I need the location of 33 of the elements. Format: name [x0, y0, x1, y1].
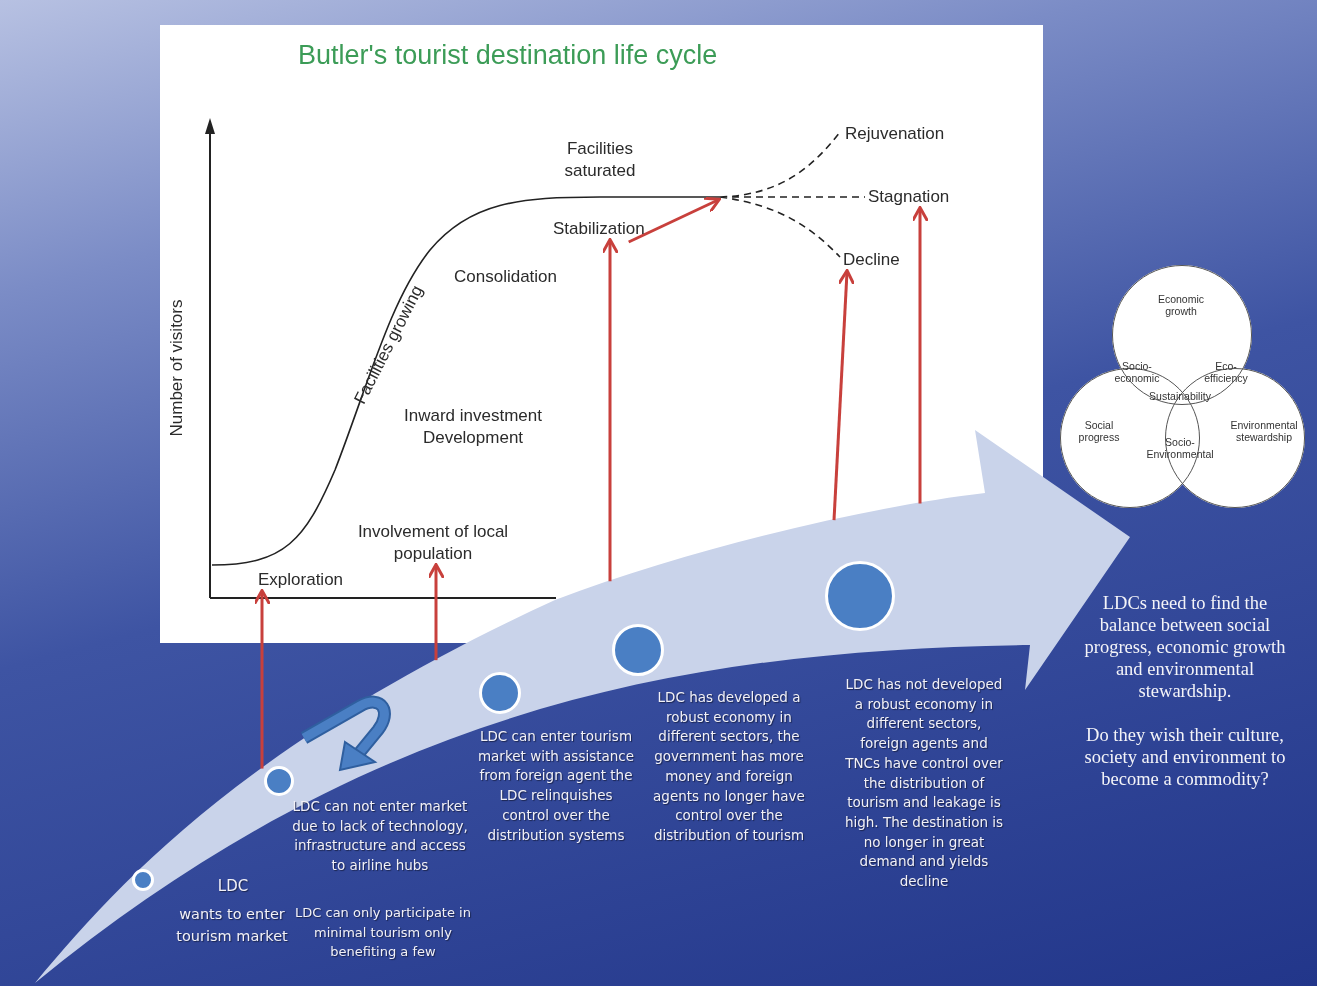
overlap-label: Sustainability [1149, 390, 1211, 402]
stage-label: Consolidation [454, 266, 557, 288]
stage-description: LDC has not developed a robust economy in different sectors, foreign agents and TNCs have control over the distribution of tourism and leakage is high. The destination is no longer in great demand and yields decline [844, 675, 1004, 892]
overlap-label: Socio-economic [1113, 360, 1161, 384]
arrow [253, 589, 271, 769]
stage-label: Decline [843, 249, 900, 271]
milestone-circle [132, 869, 154, 891]
stage-description: LDC can only participate in minimal tourism only benefiting a few [294, 904, 472, 962]
stage-description: LDC [216, 876, 250, 897]
stage-label: Involvement of local population [343, 521, 523, 565]
arrow [832, 269, 856, 521]
stage-label: Facilities saturated [563, 138, 637, 182]
venn-circle-label: Economic growth [1156, 293, 1206, 317]
overlap-label: Socio-Environmental [1145, 436, 1215, 460]
arrow [628, 196, 721, 244]
stage-description: LDC has developed a robust economy in different sectors, the government has more money and foreign agents no longer have control over the distribution of tourism [652, 688, 806, 845]
arrow [911, 206, 929, 504]
venn-circle-label: Environmental stewardship [1229, 419, 1299, 443]
arrow [601, 238, 619, 582]
stage-label: Stabilization [553, 218, 645, 240]
axis-label: Number of visitors [167, 299, 187, 437]
stage-label: Rejuvenation [845, 123, 945, 145]
conclusion-text: Do they wish their culture, society and environment to become a commodity? [1083, 724, 1287, 790]
overlap-label: Eco-efficiency [1203, 360, 1249, 384]
stage-label: Inward investment Development [403, 405, 543, 449]
conclusion-text: LDCs need to find the balance between social progress, economic growth and environmental stewardship. [1083, 592, 1287, 702]
stage-label: Stagnation [868, 186, 950, 208]
chart-title: Butler's tourist destination life cycle [298, 40, 718, 71]
arrow [427, 563, 445, 661]
stage-description: LDC can enter tourism market with assistance from foreign agent the LDC relinquishes control over the distribution systems [476, 727, 636, 845]
venn-circle-label: Social progress [1077, 419, 1121, 443]
stage-description: wants to enter tourism market [176, 905, 288, 946]
stage-label: Exploration [258, 569, 344, 591]
